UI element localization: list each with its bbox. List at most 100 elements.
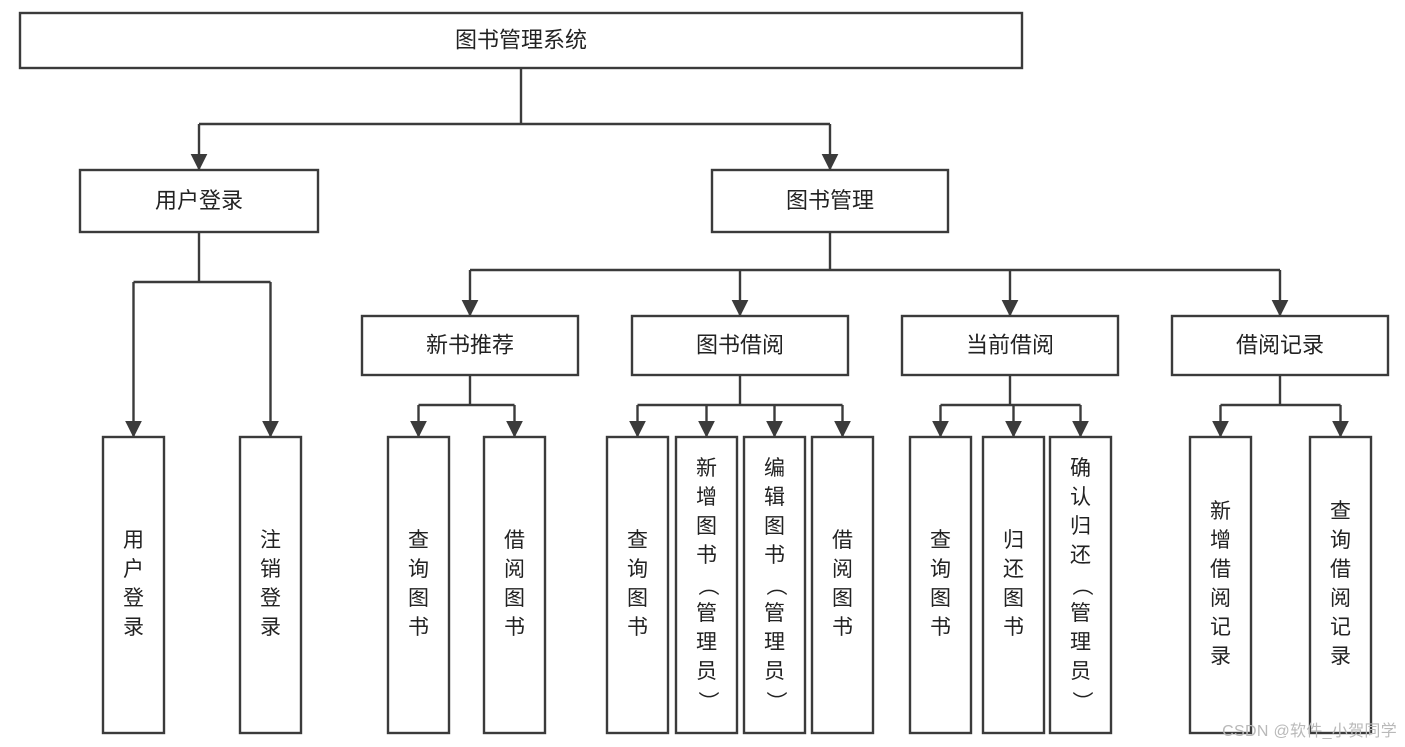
svg-text:查: 查 xyxy=(1330,500,1351,523)
node-root-0-图书管理系统[interactable]: 图书管理系统 xyxy=(18,11,1024,70)
svg-text:阅: 阅 xyxy=(1210,587,1231,610)
svg-text:）: ） xyxy=(696,691,719,712)
svg-text:管: 管 xyxy=(1070,602,1091,625)
svg-text:书: 书 xyxy=(408,616,429,639)
node-box-rect xyxy=(101,435,166,735)
node-box-rect xyxy=(78,168,320,234)
svg-text:书: 书 xyxy=(764,544,785,567)
svg-text:借: 借 xyxy=(1330,558,1351,581)
svg-text:归: 归 xyxy=(1070,515,1091,538)
svg-text:认: 认 xyxy=(1070,486,1091,509)
node-level3-3-借阅记录[interactable]: 借阅记录 xyxy=(1170,314,1390,377)
node-label: 图书借阅 xyxy=(696,332,784,357)
svg-text:注: 注 xyxy=(260,529,281,552)
svg-text:录: 录 xyxy=(123,616,144,639)
node-label: 用户登录 xyxy=(123,529,144,639)
node-label: 新书推荐 xyxy=(426,332,514,357)
svg-text:登: 登 xyxy=(260,587,281,610)
svg-text:还: 还 xyxy=(1070,544,1091,567)
svg-text:记: 记 xyxy=(1330,616,1351,639)
svg-text:阅: 阅 xyxy=(1330,587,1351,610)
svg-text:书: 书 xyxy=(696,544,717,567)
svg-text:图: 图 xyxy=(1003,587,1024,610)
svg-text:询: 询 xyxy=(408,558,429,581)
svg-text:图: 图 xyxy=(504,587,525,610)
svg-text:询: 询 xyxy=(930,558,951,581)
node-label: 图书管理 xyxy=(786,188,874,213)
node-box-rect xyxy=(630,314,850,377)
svg-text:借: 借 xyxy=(504,529,525,552)
svg-text:员: 员 xyxy=(1070,660,1091,683)
svg-text:书: 书 xyxy=(930,616,951,639)
node-box-rect xyxy=(900,314,1120,377)
svg-text:阅: 阅 xyxy=(832,558,853,581)
node-level3-2-当前借阅[interactable]: 当前借阅 xyxy=(900,314,1120,377)
svg-text:图: 图 xyxy=(408,587,429,610)
svg-text:辑: 辑 xyxy=(764,486,785,509)
svg-text:阅: 阅 xyxy=(504,558,525,581)
svg-text:登: 登 xyxy=(123,587,144,610)
node-label: 借阅记录 xyxy=(1236,332,1324,357)
node-label: 用户登录 xyxy=(155,188,243,213)
svg-text:图: 图 xyxy=(627,587,648,610)
svg-text:书: 书 xyxy=(1003,616,1024,639)
svg-text:（: （ xyxy=(1070,575,1093,596)
node-level2-0-用户登录[interactable]: 用户登录 xyxy=(78,168,320,234)
svg-text:确: 确 xyxy=(1070,457,1091,480)
connector-lines xyxy=(125,68,1349,438)
svg-text:理: 理 xyxy=(1070,631,1091,654)
node-box-rect xyxy=(981,435,1046,735)
svg-text:询: 询 xyxy=(627,558,648,581)
node-box-rect xyxy=(605,435,670,735)
node-box-rect xyxy=(386,435,451,735)
svg-text:借: 借 xyxy=(1210,558,1231,581)
node-box-rect xyxy=(1188,435,1253,735)
svg-text:员: 员 xyxy=(696,660,717,683)
svg-text:用: 用 xyxy=(123,529,144,552)
node-leaf-0-用户登录[interactable]: 用户登录 xyxy=(101,435,166,735)
node-level3-0-新书推荐[interactable]: 新书推荐 xyxy=(360,314,580,377)
svg-text:管: 管 xyxy=(696,602,717,625)
svg-text:）: ） xyxy=(1070,691,1093,712)
svg-text:查: 查 xyxy=(930,529,951,552)
node-box-rect xyxy=(482,435,547,735)
node-level3-1-图书借阅[interactable]: 图书借阅 xyxy=(630,314,850,377)
node-box-rect xyxy=(1170,314,1390,377)
node-box-rect xyxy=(1308,435,1373,735)
node-level2-1-图书管理[interactable]: 图书管理 xyxy=(710,168,950,234)
svg-text:编: 编 xyxy=(764,457,785,480)
svg-text:查: 查 xyxy=(627,529,648,552)
svg-text:员: 员 xyxy=(764,660,785,683)
svg-text:）: ） xyxy=(764,691,787,712)
svg-text:录: 录 xyxy=(1330,645,1351,668)
svg-text:户: 户 xyxy=(123,558,144,581)
svg-text:理: 理 xyxy=(764,631,785,654)
svg-text:录: 录 xyxy=(1210,645,1231,668)
svg-text:增: 增 xyxy=(696,486,717,509)
svg-text:管: 管 xyxy=(764,602,785,625)
svg-text:归: 归 xyxy=(1003,529,1024,552)
